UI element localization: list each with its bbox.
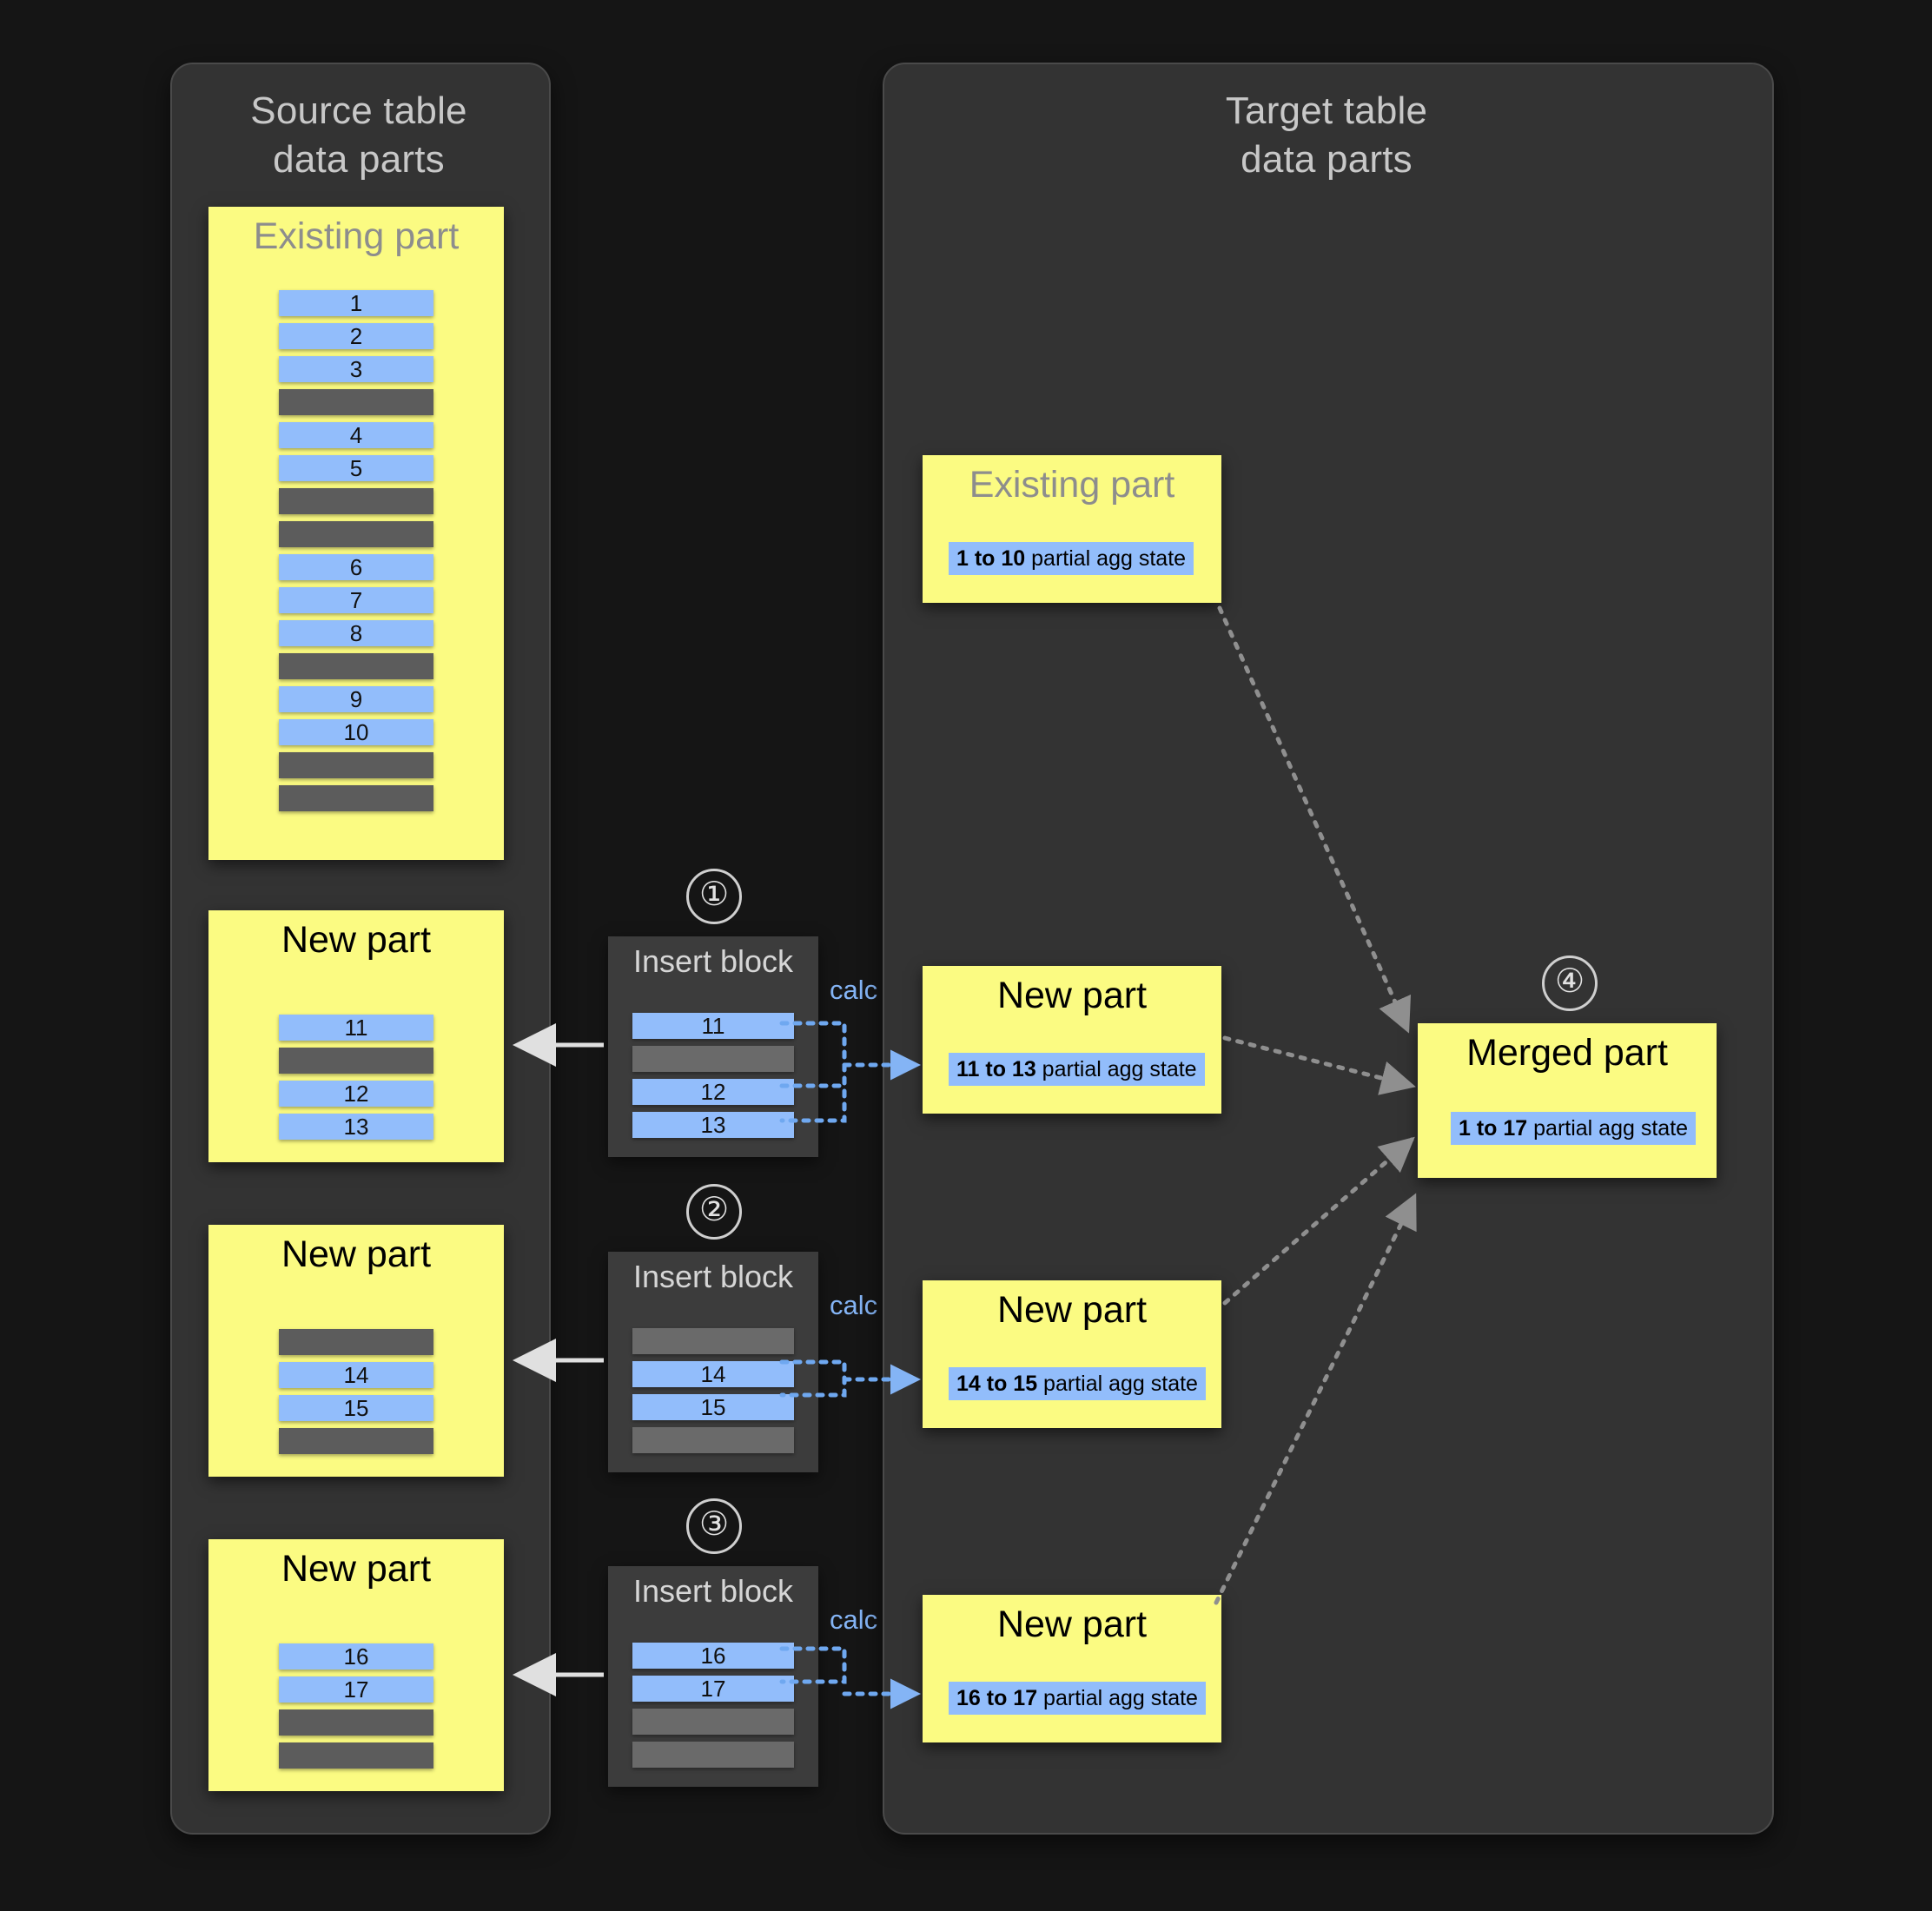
target-new-part-2-card: New part 14 to 15 partial agg state (923, 1280, 1221, 1428)
step-4-badge: ④ (1542, 956, 1598, 1011)
target-new-part-3-state: 16 to 17 partial agg state (949, 1682, 1206, 1715)
empty-row (279, 488, 433, 514)
empty-row (279, 389, 433, 415)
data-row: 12 (279, 1081, 433, 1107)
empty-row (632, 1046, 794, 1072)
empty-row (632, 1328, 794, 1354)
state-range: 14 to 15 (956, 1372, 1038, 1396)
source-new-part-3-title: New part (281, 1548, 432, 1590)
target-table-panel (883, 63, 1774, 1835)
data-row: 15 (279, 1395, 433, 1421)
data-row: 14 (632, 1361, 794, 1387)
target-new-part-1-title: New part (996, 975, 1148, 1016)
source-new-part-2-title: New part (281, 1233, 432, 1275)
empty-row (279, 785, 433, 811)
calc-label-2: calc (830, 1290, 878, 1320)
empty-row (279, 1329, 433, 1355)
state-range: 16 to 17 (956, 1686, 1038, 1710)
state-suffix: partial agg state (1037, 1686, 1198, 1710)
target-new-part-2-title: New part (996, 1289, 1148, 1331)
calc-label-1: calc (830, 975, 878, 1005)
target-new-part-3-card: New part 16 to 17 partial agg state (923, 1595, 1221, 1742)
data-row: 15 (632, 1394, 794, 1420)
target-table-title: Target table data parts (1225, 89, 1428, 181)
empty-row (632, 1709, 794, 1735)
data-row: 17 (279, 1676, 433, 1703)
data-row: 16 (279, 1643, 433, 1670)
state-range: 1 to 10 (956, 546, 1026, 571)
source-new-part-1-title: New part (281, 919, 432, 961)
insert-block-3-title: Insert block (632, 1573, 794, 1609)
data-row: 2 (279, 323, 433, 349)
data-row: 5 (279, 455, 433, 481)
empty-row (279, 1709, 433, 1736)
source-new-part-1-rows: 11 12 13 (208, 1015, 504, 1147)
data-row: 7 (279, 587, 433, 613)
target-existing-part-card: Existing part 1 to 10 partial agg state (923, 455, 1221, 603)
merged-part-card: Merged part 1 to 17 partial agg state (1418, 1023, 1717, 1178)
source-existing-part-card: Existing part 1 2 3 4 5 6 7 8 9 10 (208, 207, 504, 860)
state-suffix: partial agg state (1037, 1372, 1198, 1396)
target-new-part-1-card: New part 11 to 13 partial agg state (923, 966, 1221, 1114)
empty-row (279, 653, 433, 679)
data-row: 11 (279, 1015, 433, 1041)
insert-block-1: Insert block 11 12 13 (608, 936, 818, 1157)
step-2-badge: ② (686, 1184, 742, 1240)
data-row: 12 (632, 1079, 794, 1105)
state-suffix: partial agg state (1025, 546, 1187, 571)
target-existing-part-state: 1 to 10 partial agg state (949, 542, 1194, 575)
source-existing-part-title: Existing part (253, 215, 460, 257)
state-range: 11 to 13 (956, 1057, 1036, 1081)
calc-label-3: calc (830, 1604, 878, 1635)
target-new-part-1-state: 11 to 13 partial agg state (949, 1053, 1205, 1086)
empty-row (279, 1048, 433, 1074)
data-row: 14 (279, 1362, 433, 1388)
insert-block-1-rows: 11 12 13 (608, 1013, 818, 1145)
target-existing-part-title: Existing part (969, 464, 1175, 506)
step-1-badge: ① (686, 869, 742, 924)
insert-block-2-title: Insert block (632, 1259, 794, 1294)
source-table-title: Source table data parts (250, 89, 467, 181)
data-row: 13 (279, 1114, 433, 1140)
target-new-part-3-title: New part (996, 1604, 1148, 1645)
state-range: 1 to 17 (1459, 1116, 1528, 1141)
target-new-part-2-state: 14 to 15 partial agg state (949, 1367, 1206, 1400)
empty-row (279, 1742, 433, 1769)
source-existing-part-rows: 1 2 3 4 5 6 7 8 9 10 (208, 290, 504, 818)
data-row: 4 (279, 422, 433, 448)
data-row: 1 (279, 290, 433, 316)
data-row: 13 (632, 1112, 794, 1138)
step-3-badge: ③ (686, 1498, 742, 1554)
empty-row (279, 521, 433, 547)
data-row: 9 (279, 686, 433, 712)
data-row: 17 (632, 1676, 794, 1702)
merged-part-title: Merged part (1466, 1032, 1668, 1074)
state-suffix: partial agg state (1527, 1116, 1689, 1141)
state-suffix: partial agg state (1035, 1057, 1197, 1081)
empty-row (279, 752, 433, 778)
empty-row (632, 1742, 794, 1768)
data-row: 11 (632, 1013, 794, 1039)
merged-part-state: 1 to 17 partial agg state (1451, 1112, 1697, 1145)
data-row: 6 (279, 554, 433, 580)
data-row: 8 (279, 620, 433, 646)
data-row: 16 (632, 1643, 794, 1669)
data-row: 10 (279, 719, 433, 745)
empty-row (632, 1427, 794, 1453)
insert-block-1-title: Insert block (632, 943, 794, 979)
data-row: 3 (279, 356, 433, 382)
source-new-part-1-card: New part 11 12 13 (208, 910, 504, 1162)
empty-row (279, 1428, 433, 1454)
